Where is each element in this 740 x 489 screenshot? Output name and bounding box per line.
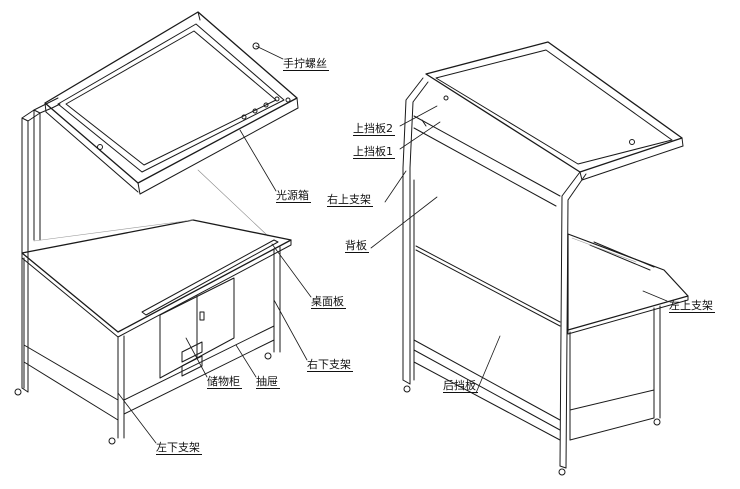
rear-desk-top <box>567 233 689 335</box>
left-assembly <box>14 11 312 445</box>
label-back-panel: 背板 <box>345 239 369 253</box>
rear-light-box <box>425 41 684 181</box>
label-storage-cabinet: 储物柜 <box>207 375 242 389</box>
label-left-lower-bracket: 左下支架 <box>156 441 202 455</box>
label-hand-screw: 手拧螺丝 <box>283 57 329 71</box>
back-panel <box>413 115 561 327</box>
right-leader-lines <box>370 105 668 394</box>
label-drawer: 抽屉 <box>256 375 280 389</box>
label-upper-baffle-1: 上挡板1 <box>353 145 395 159</box>
label-right-lower-bracket: 右下支架 <box>307 358 353 372</box>
light-box <box>44 11 299 195</box>
desk-top <box>21 219 292 338</box>
label-desk-top: 桌面板 <box>311 295 346 309</box>
rear-side-cabinet <box>569 305 661 441</box>
left-post <box>21 109 41 393</box>
label-left-upper-bracket: 左上支架 <box>669 299 715 313</box>
cabinet-body <box>14 246 281 445</box>
label-light-box: 光源箱 <box>276 189 311 203</box>
rear-left-post <box>402 77 429 393</box>
right-assembly <box>370 41 689 476</box>
left-leader-lines <box>117 45 312 444</box>
label-right-upper-bracket: 右上支架 <box>327 193 373 207</box>
label-rear-baffle: 后挡板 <box>443 379 478 393</box>
rear-right-post <box>558 171 587 476</box>
label-upper-baffle-2: 上挡板2 <box>353 122 395 136</box>
rear-baffle <box>413 339 561 441</box>
light-ray-line <box>197 169 269 237</box>
